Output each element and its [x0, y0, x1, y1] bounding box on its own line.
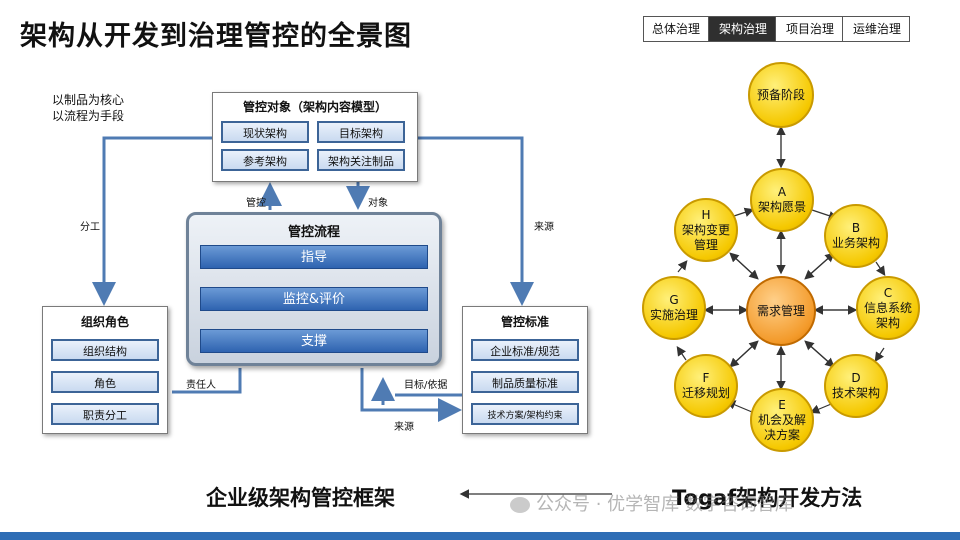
phase-h-name: 架构变更管理: [681, 222, 730, 252]
label-duixiang: 对象: [368, 198, 388, 209]
label-guankong: 管控: [246, 198, 266, 209]
item-org-structure: 组织结构: [51, 339, 159, 361]
phase-e-name: 机会及解决方案: [757, 412, 806, 442]
phase-d-letter: D: [851, 371, 861, 385]
phase-d-name: 技术架构: [831, 386, 880, 400]
caption-togaf: Togaf架构开发方法: [672, 486, 863, 510]
breadcrumb-item-architecture[interactable]: 架构治理: [708, 16, 776, 42]
control-standard-title: 管控标准: [500, 315, 549, 329]
process-bar-monitor: 监控&评价: [200, 287, 428, 311]
phase-f-name: 迁移规划: [681, 386, 730, 400]
control-object-box: 管控对象（架构内容模型） 现状架构 目标架构 参考架构 架构关注制品: [212, 92, 418, 182]
circle-requirements-management: 需求管理: [746, 276, 816, 346]
control-standard-box: 管控标准 企业标准/规范 制品质量标准 技术方案/架构约束: [462, 306, 588, 434]
label-zerenren: 责任人: [186, 380, 216, 391]
breadcrumb-item-overall[interactable]: 总体治理: [643, 16, 709, 42]
control-process-box: 管控流程 指导 监控&评价 支撑: [186, 212, 442, 366]
item-architecture-artifacts: 架构关注制品: [317, 149, 405, 171]
watermark: 公众号 · 优学智库 数字咨询智库: [510, 490, 793, 516]
item-tech-constraints: 技术方案/架构约束: [471, 403, 579, 425]
item-artifact-quality: 制品质量标准: [471, 371, 579, 393]
breadcrumb-item-project[interactable]: 项目治理: [775, 16, 843, 42]
phase-g-name: 实施治理: [649, 308, 698, 322]
breadcrumb: 总体治理 架构治理 项目治理 运维治理: [643, 16, 911, 42]
phase-h-letter: H: [701, 207, 711, 222]
wechat-icon: [510, 497, 530, 513]
left-note-line2: 以流程为手段: [52, 109, 125, 123]
org-roles-title: 组织角色: [80, 315, 129, 329]
page-title: 架构从开发到治理管控的全景图: [20, 21, 412, 52]
footer-bar: [0, 532, 960, 540]
phase-b-letter: B: [851, 221, 861, 235]
label-laiyuan-bottom: 来源: [394, 422, 414, 433]
caption-framework: 企业级架构管控框架: [206, 486, 395, 510]
control-object-title: 管控对象（架构内容模型）: [242, 100, 387, 114]
phase-g-letter: G: [669, 293, 679, 307]
phase-f-letter: F: [702, 371, 710, 385]
label-mubiao: 目标/依据: [404, 380, 448, 391]
process-bar-guide: 指导: [200, 245, 428, 269]
item-role: 角色: [51, 371, 159, 393]
item-current-architecture: 现状架构: [221, 121, 309, 143]
left-note: 以制品为核心 以流程为手段: [52, 92, 124, 124]
item-reference-architecture: 参考架构: [221, 149, 309, 171]
process-bar-support: 支撑: [200, 329, 428, 353]
phase-e-letter: E: [778, 397, 786, 412]
phase-c-name: 信息系统架构: [863, 300, 912, 330]
item-duties: 职责分工: [51, 403, 159, 425]
label-fengong: 分工: [80, 222, 100, 233]
phase-a-name: 架构愿景: [757, 200, 806, 214]
circle-preliminary: 预备阶段: [748, 62, 814, 128]
org-roles-box: 组织角色 组织结构 角色 职责分工: [42, 306, 168, 434]
label-laiyuan-top: 来源: [534, 222, 554, 233]
item-enterprise-standard: 企业标准/规范: [471, 339, 579, 361]
left-note-line1: 以制品为核心: [52, 93, 125, 107]
breadcrumb-item-ops[interactable]: 运维治理: [842, 16, 911, 42]
phase-c-letter: C: [883, 285, 893, 300]
control-process-title: 管控流程: [287, 225, 340, 240]
watermark-text: 公众号 · 优学智库 数字咨询智库: [536, 494, 793, 515]
item-target-architecture: 目标架构: [317, 121, 405, 143]
phase-b-name: 业务架构: [831, 236, 880, 250]
phase-a-letter: A: [777, 185, 787, 199]
